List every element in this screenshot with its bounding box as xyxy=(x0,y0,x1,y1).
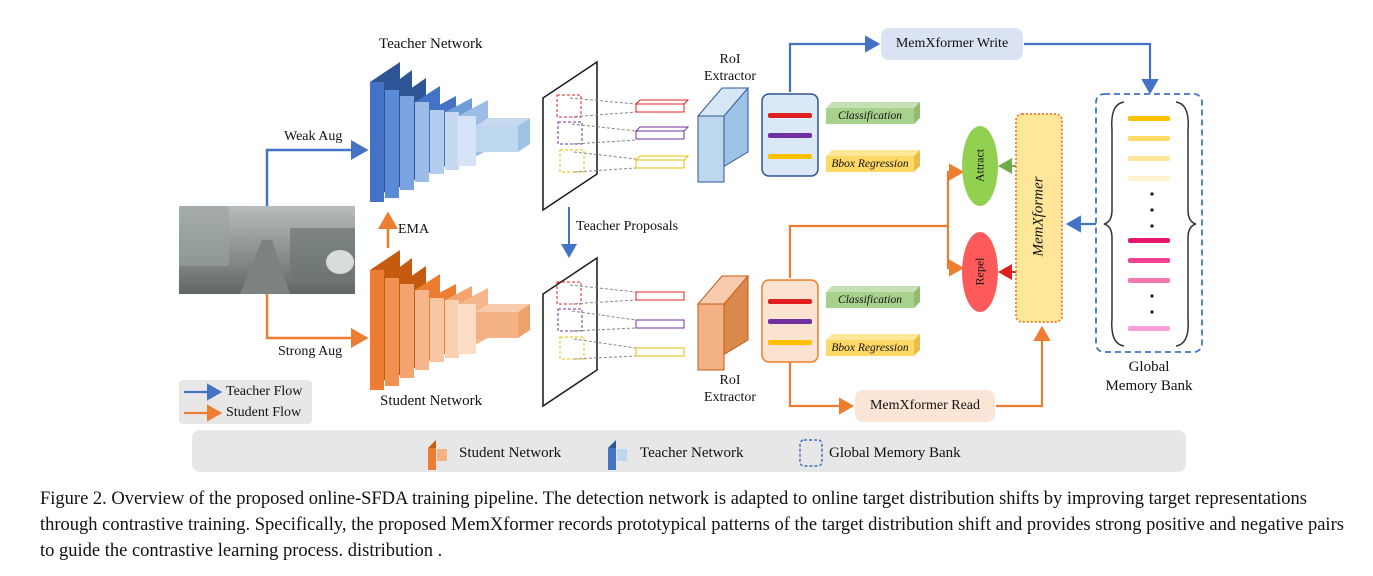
teacher-feature-card xyxy=(761,93,819,177)
student-feature-card xyxy=(761,279,819,363)
teacher-flow-label: Teacher Flow xyxy=(226,384,303,399)
memxformer-label: MemXformer xyxy=(1030,176,1047,257)
roi-extractor-teacher-block xyxy=(696,87,750,183)
memxformer-block xyxy=(1015,113,1063,323)
teacher-network-title: Teacher Network xyxy=(379,36,483,52)
teacher-network-legend-icon xyxy=(608,440,627,470)
attract-node xyxy=(962,126,998,206)
repel-label: Repel xyxy=(972,257,987,286)
legend-teacher-network: Teacher Network xyxy=(640,445,744,461)
legend-student-network: Student Network xyxy=(459,445,562,461)
ema-label: EMA xyxy=(398,222,430,237)
student-network-title: Student Network xyxy=(380,393,483,409)
teacher-proposals-label: Teacher Proposals xyxy=(576,219,679,234)
global-memory-bank-block xyxy=(1095,93,1203,353)
roi-extractor-bottom-label: RoI Extractor xyxy=(703,373,757,405)
student-classification-label: Classification xyxy=(838,294,902,306)
roi-extractor-top-label: RoI Extractor xyxy=(703,52,757,84)
attract-label: Attract xyxy=(972,148,987,183)
weak-aug-arrow xyxy=(265,140,369,206)
pipeline-diagram xyxy=(179,35,1203,472)
legend-global-memory-bank: Global Memory Bank xyxy=(829,445,961,461)
repel-node xyxy=(962,232,998,312)
strong-aug-arrow xyxy=(265,294,369,348)
read-to-memx-arrow xyxy=(996,325,1051,408)
student-bbox-label: Bbox Regression xyxy=(831,342,909,354)
memxformer-write-box: MemXformer Write xyxy=(881,28,1023,60)
read-arrow xyxy=(788,362,855,415)
write-to-bank-arrow xyxy=(1024,42,1159,95)
bank-legend-icon xyxy=(799,439,823,467)
input-image xyxy=(179,206,355,294)
memxformer-read-box: MemXformer Read xyxy=(855,390,995,422)
weak-aug-label: Weak Aug xyxy=(284,129,343,144)
figure-caption: Figure 2. Overview of the proposed onlin… xyxy=(40,489,1344,561)
global-memory-bank-label: Global Memory Bank xyxy=(1105,359,1193,394)
student-network-legend-icon xyxy=(428,440,447,470)
teacher-classification-label: Classification xyxy=(838,110,902,122)
teacher-bbox-label: Bbox Regression xyxy=(831,158,909,170)
student-flow-label: Student Flow xyxy=(226,405,302,420)
teacher-network-blocks xyxy=(370,62,530,202)
teacher-proposal-panel xyxy=(542,60,690,212)
student-to-contrast-arrow xyxy=(788,163,965,278)
legend-bar xyxy=(192,430,1186,472)
write-arrow xyxy=(788,35,881,92)
strong-aug-label: Strong Aug xyxy=(278,344,343,359)
roi-extractor-student-block xyxy=(696,275,750,371)
student-proposal-panel xyxy=(542,256,685,408)
student-network-blocks xyxy=(370,250,530,390)
